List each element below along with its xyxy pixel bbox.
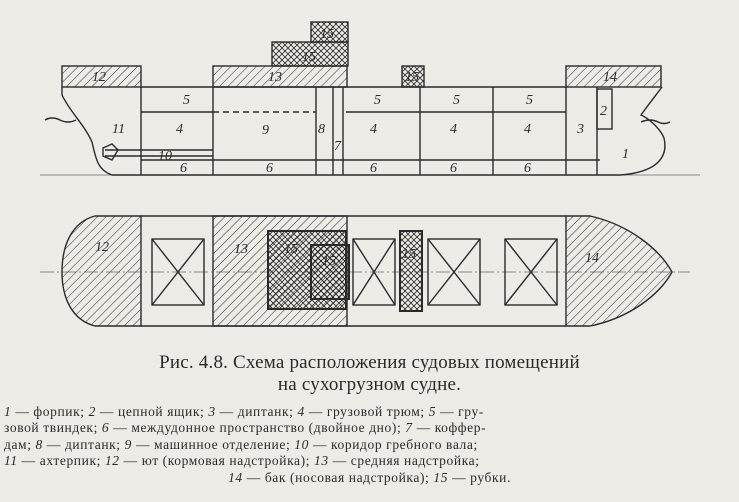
- label-4c: 4: [450, 122, 457, 137]
- legend-line: зовой твиндек; 6 — междудонное пространс…: [4, 420, 735, 436]
- label-4d: 4: [524, 122, 531, 137]
- legend: 1 — форпик; 2 — цепной ящик; 3 — диптанк…: [4, 404, 735, 486]
- label-15c: 15: [405, 70, 419, 85]
- plan-poop: [61, 215, 142, 327]
- legend-text: — гру-: [436, 404, 484, 419]
- label-6b: 6: [266, 161, 273, 176]
- legend-number: 5: [428, 404, 437, 419]
- legend-number: 6: [101, 420, 110, 436]
- legend-text: — диптанк;: [215, 404, 298, 419]
- legend-text: — средняя надстройка;: [328, 453, 480, 469]
- legend-text: — диптанк;: [42, 436, 125, 452]
- label-9: 9: [262, 123, 269, 138]
- label-15b: 15: [320, 27, 334, 42]
- legend-text: — ахтерпик;: [17, 453, 105, 469]
- plan-label-13: 13: [234, 242, 248, 257]
- legend-text: — ют (кормовая надстройка);: [119, 453, 315, 469]
- label-2: 2: [600, 104, 607, 119]
- label-13: 13: [268, 70, 282, 85]
- legend-number: 3: [208, 404, 216, 419]
- legend-number: 2: [88, 404, 96, 419]
- legend-text: — междудонное пространство (двойное дно)…: [109, 420, 406, 436]
- poop-superstructure: [61, 65, 142, 88]
- legend-number: 7: [405, 420, 413, 436]
- side-labels: 12 13 15 15 15 14 5 5 5 5 11 4 9 8 4 4 4…: [92, 27, 629, 176]
- plan-deckhouse-narrow: [399, 230, 423, 312]
- label-5c: 5: [453, 93, 460, 108]
- legend-number: 1: [4, 404, 12, 419]
- legend-number: 15: [433, 469, 449, 485]
- label-4b: 4: [370, 122, 377, 137]
- plan-view: [40, 215, 690, 327]
- legend-number: 13: [314, 453, 329, 469]
- label-1: 1: [622, 147, 629, 162]
- legend-number: 10: [294, 436, 309, 452]
- label-3: 3: [576, 122, 584, 137]
- propeller-icon: [102, 143, 119, 161]
- legend-line: 1 — форпик; 2 — цепной ящик; 3 — диптанк…: [4, 404, 735, 420]
- label-6c: 6: [370, 161, 377, 176]
- legend-line: 14 — бак (носовая надстройка); 15 — рубк…: [4, 470, 735, 486]
- hull-outline: [61, 86, 666, 176]
- legend-text: — рубки.: [448, 469, 511, 485]
- plan-label-14: 14: [585, 251, 599, 266]
- label-7: 7: [334, 139, 342, 154]
- plan-label-15c: 15: [402, 247, 416, 262]
- figure-caption-line2: на сухогрузном судне.: [277, 374, 462, 395]
- label-5a: 5: [183, 93, 190, 108]
- plan-labels: 12 13 15 15 15 14: [95, 240, 599, 269]
- label-4a: 4: [176, 122, 183, 137]
- legend-number: 9: [124, 436, 132, 452]
- legend-text: — форпик;: [11, 404, 89, 419]
- legend-line: дам; 8 — диптанк; 9 — машинное отделение…: [4, 437, 735, 453]
- label-5b: 5: [374, 93, 381, 108]
- legend-text: — коффер-: [412, 420, 487, 436]
- label-5d: 5: [526, 93, 533, 108]
- side-profile: [40, 21, 700, 176]
- legend-number: 11: [4, 453, 18, 469]
- label-14: 14: [603, 70, 617, 85]
- deckhouse-lower: [271, 41, 349, 67]
- plan-label-12: 12: [95, 240, 109, 255]
- label-6d: 6: [450, 161, 457, 176]
- forecastle-superstructure: [565, 65, 662, 88]
- deckhouse-upper: [310, 21, 349, 43]
- plan-forecastle: [565, 215, 673, 327]
- legend-text: — грузовой трюм;: [304, 404, 429, 419]
- legend-text: зовой твиндек;: [4, 420, 102, 436]
- waterline-stern: [44, 117, 77, 123]
- label-6e: 6: [524, 161, 531, 176]
- legend-number: 4: [297, 404, 305, 419]
- plan-label-15a: 15: [284, 242, 298, 257]
- legend-text: — машинное отделение;: [131, 436, 295, 452]
- label-12: 12: [92, 70, 106, 85]
- figure-caption-line1: Рис. 4.8. Схема расположения судовых пом…: [159, 352, 580, 373]
- legend-text: дам;: [4, 436, 36, 452]
- label-10: 10: [158, 149, 172, 164]
- ship-diagram: 12 13 15 15 15 14 5 5 5 5 11 4 9 8 4 4 4…: [40, 21, 700, 327]
- legend-number: 8: [35, 436, 43, 452]
- legend-number: 14: [228, 469, 243, 485]
- label-8: 8: [318, 122, 325, 137]
- label-15a: 15: [302, 50, 316, 65]
- plan-label-15b: 15: [322, 254, 336, 269]
- label-11: 11: [112, 122, 125, 137]
- label-6a: 6: [180, 161, 187, 176]
- waterline-bow: [640, 119, 671, 125]
- legend-number: 12: [104, 453, 120, 469]
- legend-text: — цепной ящик;: [95, 404, 209, 419]
- legend-text: — коридор гребного вала;: [308, 436, 478, 452]
- legend-line: 11 — ахтерпик; 12 — ют (кормовая надстро…: [4, 453, 735, 469]
- legend-text: — бак (носовая надстройка);: [242, 469, 434, 485]
